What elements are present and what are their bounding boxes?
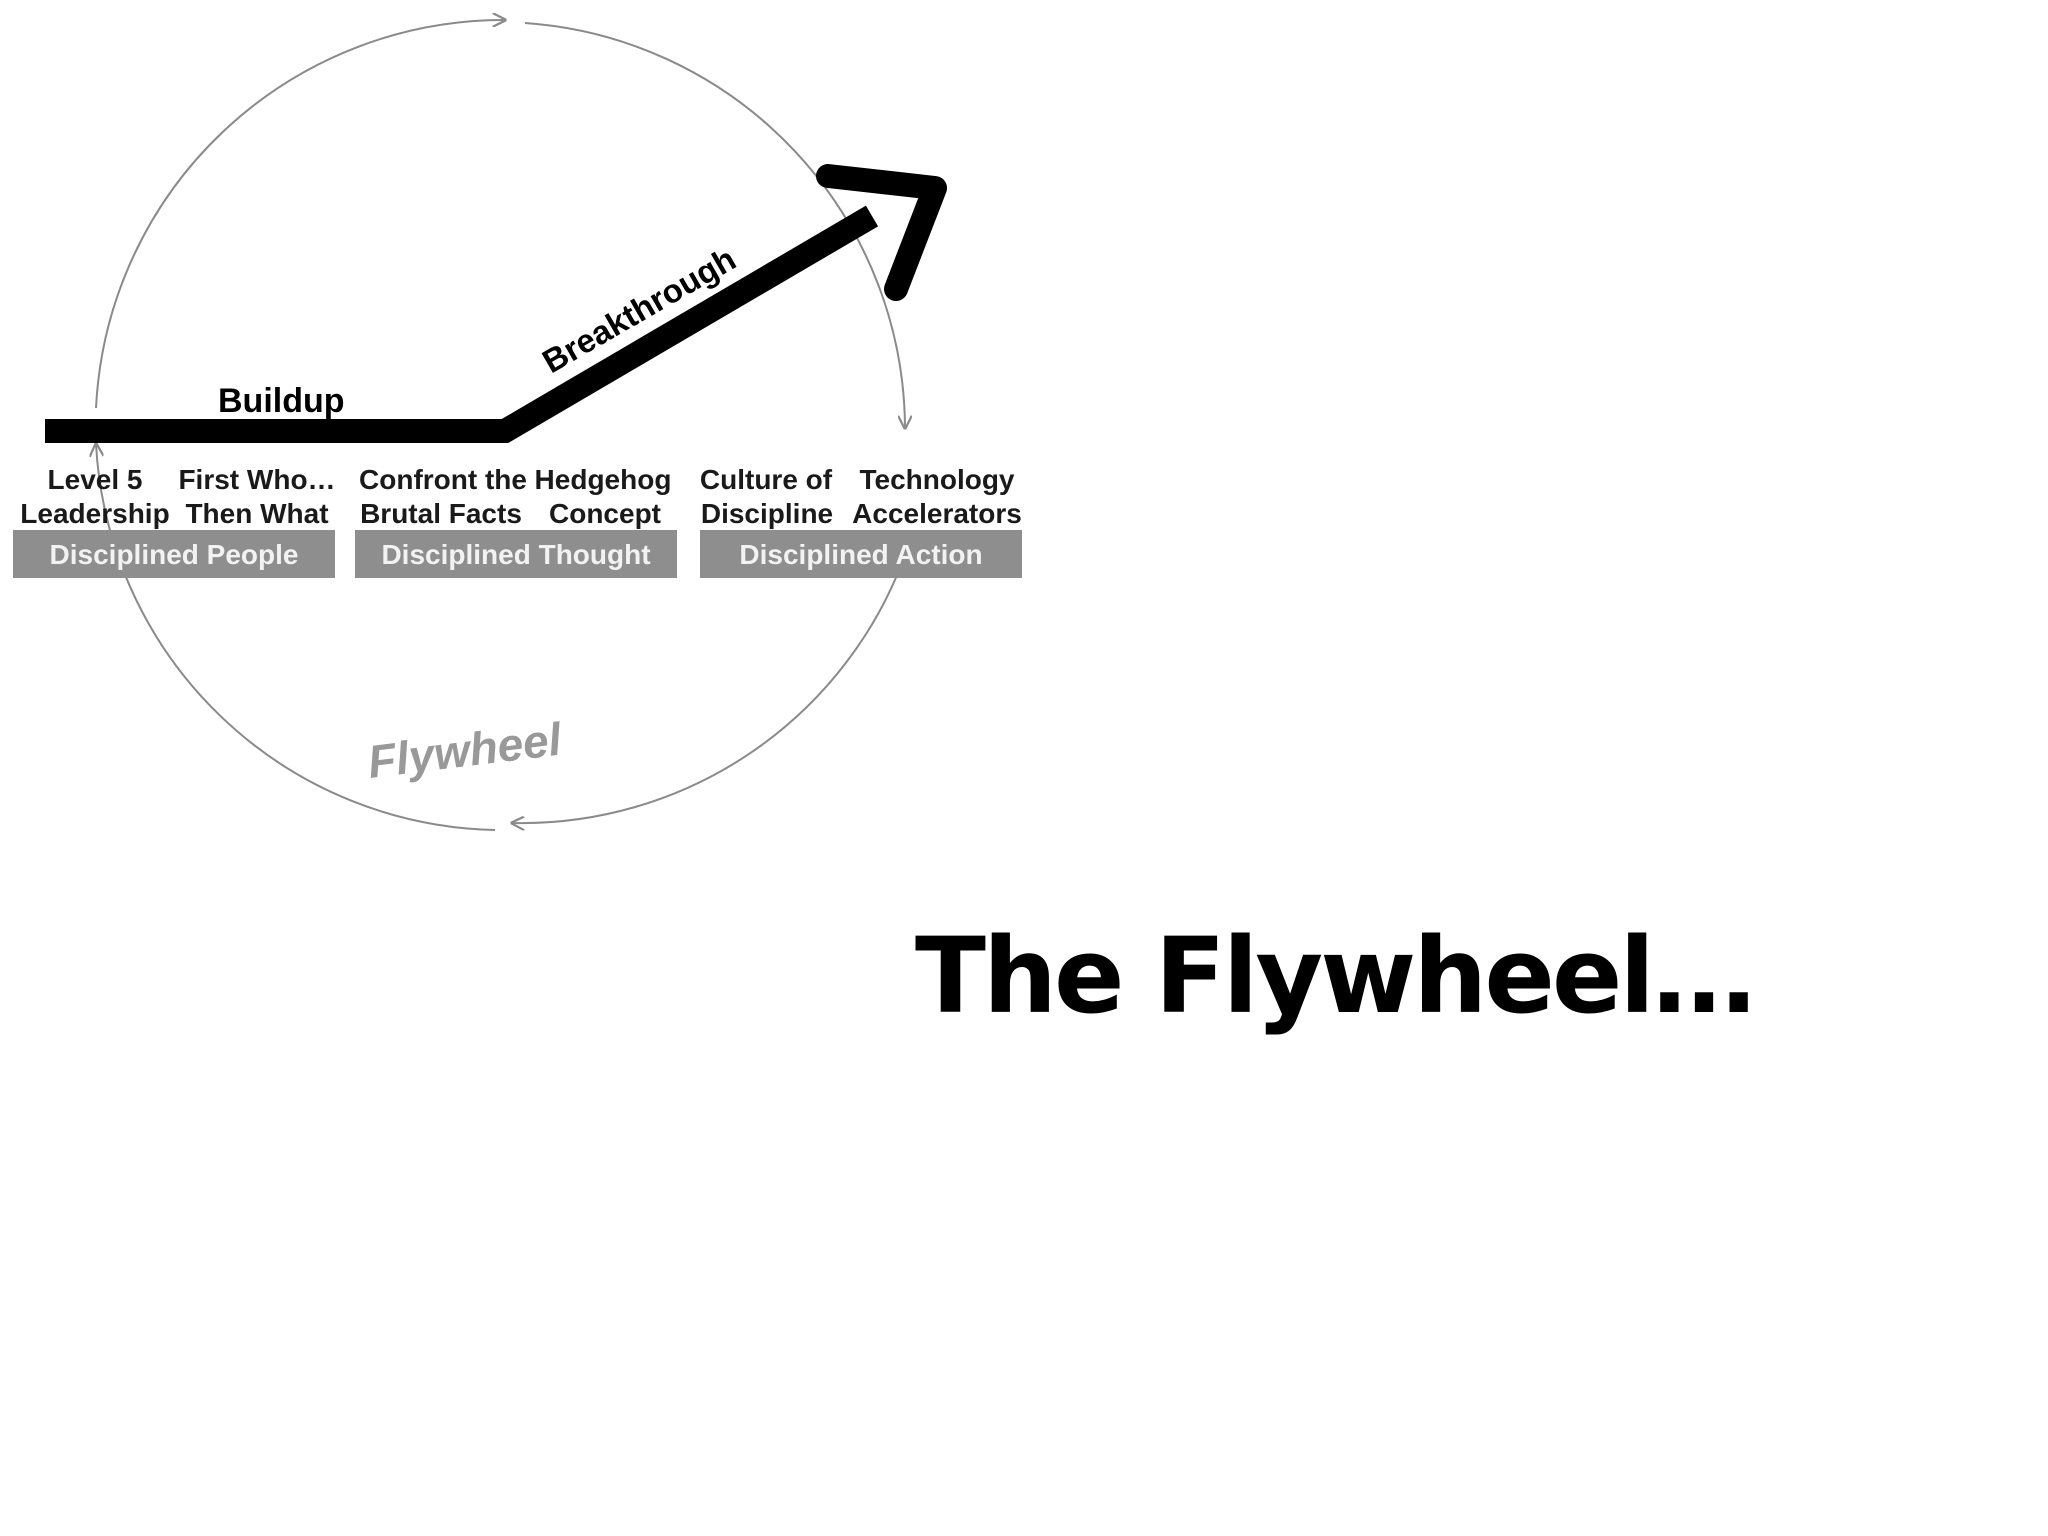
item-level5-line1: Level 5 (48, 464, 143, 495)
slide-title: The Flywheel… (915, 915, 1756, 1037)
buildup-breakthrough-arrow (45, 205, 879, 443)
item-level5-line2: Leadership (20, 498, 169, 529)
buildup-label: Buildup (218, 382, 345, 420)
item-hedgehog-line2: Concept (549, 498, 661, 529)
item-hedgehog-line1: Hedgehog (535, 464, 672, 495)
category-label-action: Disciplined Action (739, 539, 982, 570)
item-confront-line2: Brutal Facts (360, 498, 522, 529)
category-box-thought: Disciplined Thought (355, 530, 677, 578)
category-label-people: Disciplined People (50, 539, 299, 570)
item-firstwho-line1: First Who… (178, 464, 335, 495)
flywheel-arc-bottom (512, 554, 906, 823)
item-culture-line2: Discipline (701, 498, 833, 529)
item-culture-line1: Culture of (700, 464, 833, 495)
item-technology-line2: Accelerators (852, 498, 1022, 529)
flywheel-label: Flywheel (365, 712, 565, 787)
item-firstwho-line2: Then What (185, 498, 328, 529)
item-confront-line1: Confront the (359, 464, 527, 495)
category-box-people: Disciplined People (13, 530, 335, 578)
category-label-thought: Disciplined Thought (381, 539, 650, 570)
item-technology-line1: Technology (859, 464, 1014, 495)
category-box-action: Disciplined Action (700, 530, 1022, 578)
flywheel-arc-top (95, 20, 505, 409)
flywheel-arc-right (524, 22, 905, 428)
arrowhead (816, 164, 947, 301)
